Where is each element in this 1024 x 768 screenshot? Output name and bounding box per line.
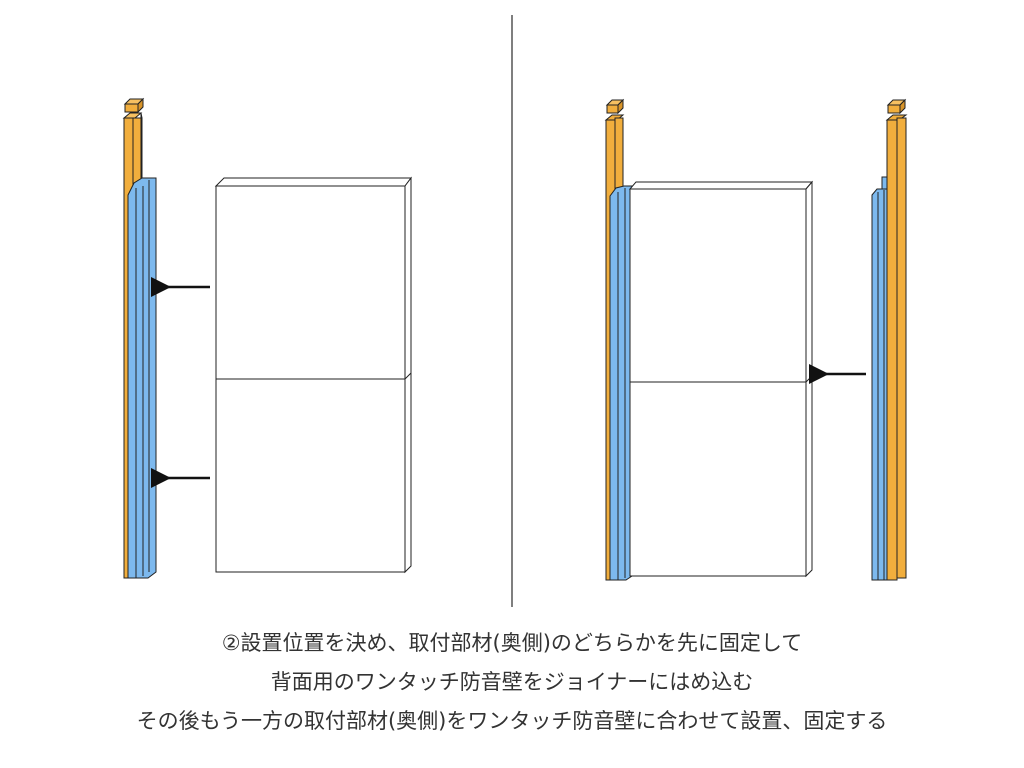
right-second-joiner: [871, 176, 891, 581]
left-soundproof-panel: [214, 176, 412, 574]
right-soundproof-panel: [628, 180, 814, 578]
caption-line-3: その後もう一方の取付部材(奥側)をワンタッチ防音壁に合わせて設置、固定する: [136, 709, 888, 733]
right-first-joiner: [609, 185, 633, 581]
right-second-mounting-rail: [885, 98, 908, 581]
left-joiner: [127, 177, 157, 579]
caption-line-2: 背面用のワンタッチ防音壁をジョイナーにはめ込む: [270, 670, 754, 694]
caption-line-1: ②設置位置を決め、取付部材(奥側)のどちらかを先に固定して: [221, 631, 803, 655]
